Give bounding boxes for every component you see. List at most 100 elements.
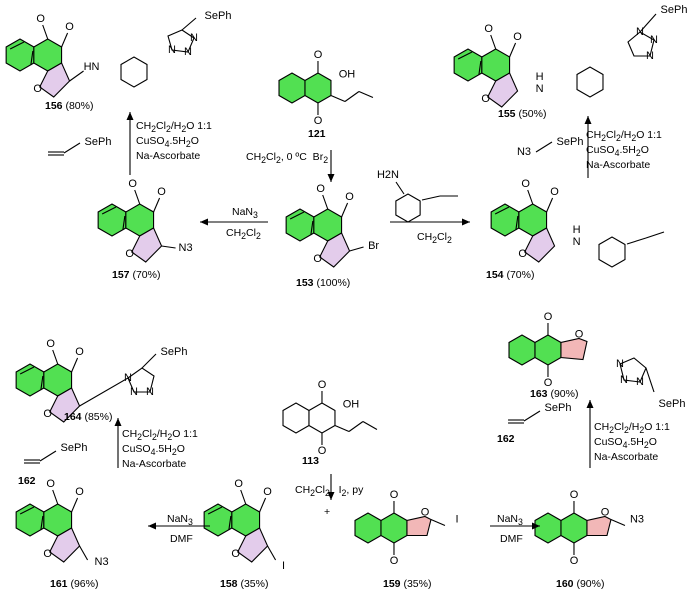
plus-sign: +: [324, 506, 331, 518]
cpd154-alkyne: [626, 237, 647, 245]
cpd163-SePh: SePh: [659, 398, 686, 410]
cpd163-triazole: [619, 357, 647, 383]
cpd159-furan-ring: [406, 515, 432, 537]
label-163: 163 (90%): [530, 388, 579, 400]
cpd154-O1: O: [521, 178, 530, 190]
cond-click-163-l1: CH2Cl2/H2O 1:1: [594, 421, 670, 436]
cpd156-co: [42, 24, 49, 40]
cpd160-O-ring: O: [601, 506, 610, 518]
cpd155-O1: O: [484, 23, 493, 35]
cpd157-furan-ring: [131, 227, 163, 263]
cpd163-O1: O: [544, 311, 553, 323]
cond-click-156-l1: CH2Cl2/H2O 1:1: [136, 120, 212, 135]
propargyl-selenide-top-SePh: SePh: [85, 136, 112, 148]
cpd155-co: [490, 34, 497, 50]
cpd155-H: H: [536, 71, 544, 83]
cpd154-alkyne: [645, 231, 665, 239]
cpd163-N1: N: [616, 358, 624, 370]
arrow-head: [327, 174, 335, 182]
cpd156-ch2: [181, 17, 197, 31]
cond-click-163-l2: CuSO4.5H2O: [594, 436, 657, 451]
cpd161-co: [71, 497, 79, 513]
cpd164-triazole: [127, 367, 155, 393]
cpd113-benzo-ring: [282, 402, 310, 434]
cpd159-quinone-ring: [380, 512, 408, 544]
cond-azide-solvent: CH2Cl2: [226, 227, 261, 242]
cpd156-aryl: [120, 56, 148, 88]
ethynylaniline-ring: [395, 193, 421, 223]
cpd153-db: [289, 211, 305, 220]
cpd159-O-ring: O: [421, 506, 430, 518]
cpd159-ch2: [430, 518, 446, 527]
cond-click-155-l2: CuSO4.5H2O: [586, 144, 649, 159]
cpd156-N3: N: [184, 46, 192, 58]
ethynylaniline-bond: [395, 181, 405, 195]
azidomethyl-selenide-SePh: SePh: [557, 136, 584, 148]
cpd160-O1: O: [570, 489, 579, 501]
cpd164-co: [71, 357, 79, 373]
cpd157-co: [134, 189, 141, 205]
cpd164-O1: O: [46, 338, 55, 350]
cpd155-SePh: SePh: [661, 4, 688, 16]
label-158: 158 (35%): [220, 578, 269, 590]
cpd160-ch2: [610, 518, 626, 527]
cpd155-furan-ring: [487, 72, 519, 108]
label-121: 121: [308, 128, 326, 140]
cond-dmf-right-reagent: NaN3: [497, 513, 523, 528]
cpd153-O1: O: [316, 183, 325, 195]
ethynylaniline-alkyne: [421, 195, 441, 201]
cpd155-db: [478, 60, 482, 76]
cond-click-164-l1: CH2Cl2/H2O 1:1: [122, 428, 198, 443]
cpd158-O1: O: [234, 478, 243, 490]
cond-click-164-l3: Na-Ascorbate: [122, 458, 187, 470]
cpd154-db: [515, 215, 519, 231]
cpd164-link: [79, 377, 129, 407]
cpd156-N1: N: [168, 44, 176, 56]
cpd121-prenyl: [344, 91, 360, 102]
cond-click-164-l2: CuSO4.5H2O: [122, 443, 185, 458]
label-156: 156 (80%): [45, 100, 94, 112]
cpd159-benzo-ring: [354, 512, 382, 544]
cpd157-N3: N3: [179, 242, 193, 254]
cpd156-db: [30, 50, 34, 66]
cpd121-prenyl: [358, 90, 374, 99]
cpd164-SePh: SePh: [161, 346, 188, 358]
cpd161-db: [19, 506, 35, 515]
cpd153-O2: O: [345, 191, 354, 203]
cond-click-155-l1: CH2Cl2/H2O 1:1: [586, 129, 662, 144]
cpd164-co: [52, 349, 59, 365]
cpd158-db: [207, 506, 223, 515]
cpd164-O-ring: O: [43, 408, 52, 420]
cpd160-O2: O: [570, 555, 579, 567]
ethynylaniline-NH2: H2N: [377, 169, 399, 181]
label-162-left: 162: [18, 475, 36, 487]
cond-click-156-l3: Na-Ascorbate: [136, 150, 201, 162]
cpd160-furan-ring: [586, 515, 612, 537]
cpd157-O-ring: O: [125, 248, 134, 260]
azidomethyl-selenide: [535, 141, 553, 153]
azidomethyl-selenide-N3: N3: [517, 146, 531, 158]
label-159: 159 (35%): [383, 578, 432, 590]
cpd164-N3: N: [124, 372, 132, 384]
arrow-head: [327, 492, 335, 500]
cpd161-O1: O: [46, 478, 55, 490]
label-154: 154 (70%): [486, 269, 535, 281]
cpd161-O2: O: [75, 486, 84, 498]
cpd154-O-ring: O: [518, 248, 527, 260]
cpd159-I: I: [455, 513, 458, 525]
cpd163-O2: O: [544, 377, 553, 389]
cpd155-O2: O: [513, 31, 522, 43]
cond-click-155-l3: Na-Ascorbate: [586, 159, 651, 171]
cpd159-O2: O: [390, 555, 399, 567]
cpd156-co: [61, 32, 69, 48]
cpd156-HN: HN: [84, 61, 100, 73]
cpd158-co: [259, 497, 267, 513]
cond-amination-solvent: CH2Cl2: [417, 231, 452, 246]
cond-azide-reagent: NaN3: [232, 206, 258, 221]
cpd155-aryl: [576, 66, 604, 98]
cpd113-allyl: [348, 421, 364, 432]
label-161: 161 (96%): [50, 578, 99, 590]
cond-click-156-l2: CuSO4.5H2O: [136, 135, 199, 150]
